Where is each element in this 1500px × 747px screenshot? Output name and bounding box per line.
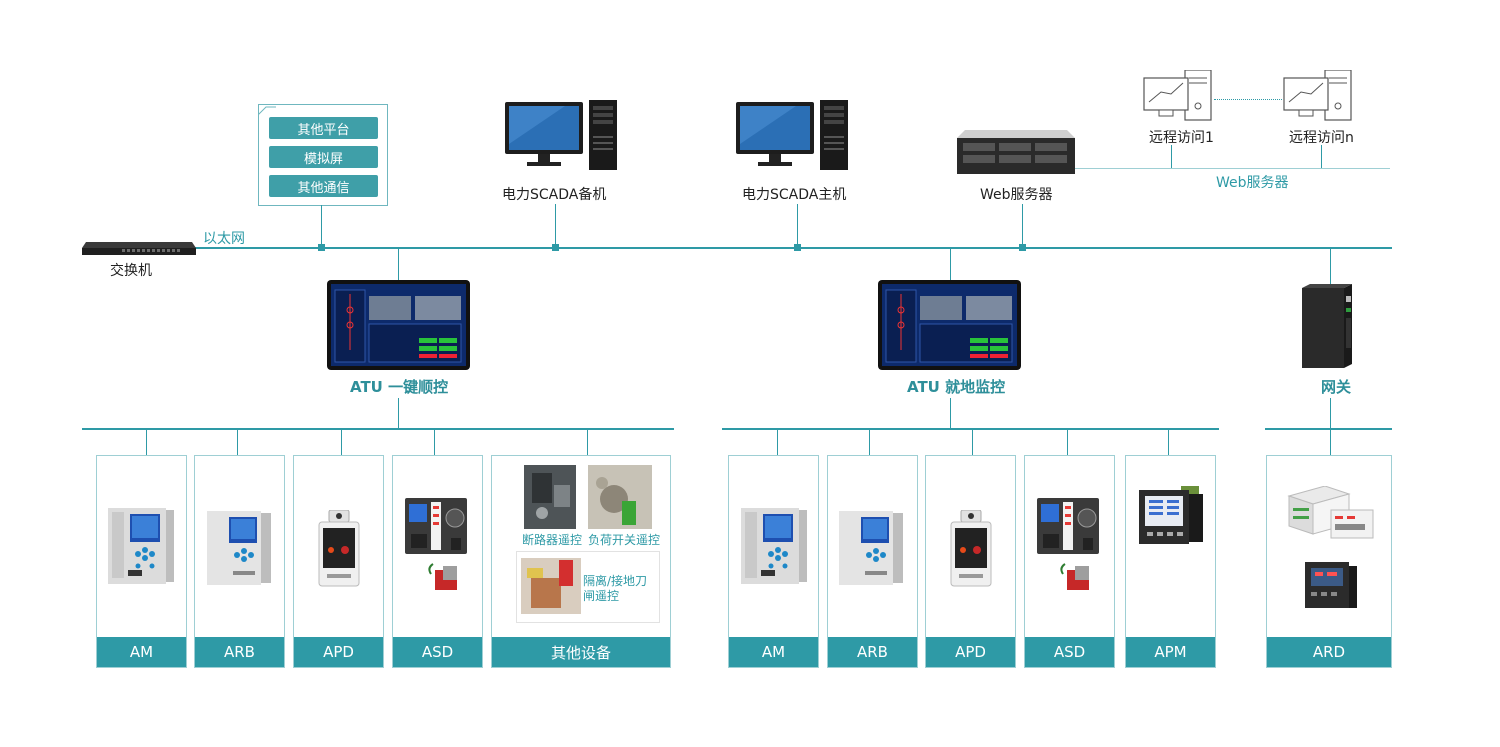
atu-right-screen-icon [878,280,1021,370]
device-card-apd-2-label: APD [926,637,1015,667]
platform-drop [321,205,322,247]
remote-1-label: 远程访问1 [1149,130,1214,146]
device-card-arb: ARB [194,455,285,668]
switch-label: 交换机 [110,263,152,279]
ard-panel-meter-icon [1305,562,1357,612]
scada-main-node [794,244,801,251]
remote-n-label: 远程访问n [1289,130,1354,146]
platform-item-other-comm: 其他通信 [269,175,378,197]
device-card-arb-label: ARB [195,637,284,667]
switch-icon [82,238,196,256]
gateway-drop-ard [1330,430,1331,455]
left-drop-asd [434,430,435,455]
right-group-bus [722,428,1219,430]
device-card-am-2-label: AM [729,637,818,667]
device-card-asd-2-label: ASD [1025,637,1114,667]
device-card-other-label: 其他设备 [492,637,670,667]
platform-item-mimic-screen: 模拟屏 [269,146,378,168]
device-card-asd-label: ASD [393,637,482,667]
gateway-device-icon [1302,284,1358,370]
load-switch-label: 负荷开关遥控 [588,533,661,547]
device-card-asd: ASD [392,455,483,668]
device-card-apm: APM [1125,455,1216,668]
left-group-bus [82,428,674,430]
scada-backup-drop [555,204,556,247]
remote-1-drop [1171,145,1172,168]
asd-2-device-icon [1037,498,1103,602]
device-card-apm-label: APM [1126,637,1215,667]
scada-backup-computer-icon [505,100,619,172]
ethernet-label: 以太网 [203,231,245,247]
remote-n-drop [1321,145,1322,168]
left-drop-apd [341,430,342,455]
scada-main-label: 电力SCADA主机 [742,187,847,203]
atu-right-up-link [950,249,951,280]
gateway-down-link [1330,398,1331,428]
platform-corner-accent [257,100,276,116]
relay-arb-icon [207,511,273,589]
scada-backup-label: 电力SCADA备机 [502,187,607,203]
device-card-am-label: AM [97,637,186,667]
isolator-label: 隔离/接地刀闸遥控 [583,574,648,603]
remote-n-computer-icon [1283,69,1353,122]
atu-left-down-link [398,398,399,428]
device-card-am: AM [96,455,187,668]
apd-2-device-icon [949,509,993,590]
relay-am-2-icon [741,508,807,586]
relay-am-icon [108,508,174,586]
remote-dotted-link [1214,99,1282,100]
right-drop-apd [972,430,973,455]
asd-device-icon [405,498,471,602]
atu-left-label: ATU 一键顺控 [350,378,449,396]
gateway-group-bus [1265,428,1392,430]
device-card-ard-label: ARD [1267,637,1391,667]
device-card-apd-label: APD [294,637,383,667]
right-drop-asd [1067,430,1068,455]
right-drop-am [777,430,778,455]
ethernet-bus [160,247,1392,249]
relay-arb-2-icon [839,511,905,589]
web-server-rack-icon [957,130,1075,174]
web-server-drop [1022,204,1023,247]
atu-right-label: ATU 就地监控 [907,378,1006,396]
ard-din-devices-icon [1285,485,1377,542]
isolator-photo-frame: 隔离/接地刀闸遥控 [516,551,660,623]
left-drop-other [587,430,588,455]
scada-main-drop [797,204,798,247]
device-card-apd-2: APD [925,455,1016,668]
platform-box: 其他平台 模拟屏 其他通信 [258,104,388,206]
device-card-asd-2: ASD [1024,455,1115,668]
apd-device-icon [317,509,361,590]
device-card-arb-2-label: ARB [828,637,917,667]
breaker-label: 断路器遥控 [522,533,583,547]
web-server-node [1019,244,1026,251]
device-card-apd: APD [293,455,384,668]
left-drop-am [146,430,147,455]
remote-1-computer-icon [1143,69,1213,122]
scada-backup-node [552,244,559,251]
web-link-label: Web服务器 [1216,175,1289,191]
device-card-am-2: AM [728,455,819,668]
web-link-line [1075,168,1390,169]
device-card-ard: ARD [1266,455,1392,668]
isolator-photo [521,558,581,614]
gateway-label: 网关 [1321,378,1352,396]
atu-left-screen-icon [327,280,470,370]
atu-left-up-link [398,249,399,280]
apm-meter-icon [1139,484,1205,548]
left-drop-arb [237,430,238,455]
web-server-label: Web服务器 [980,187,1053,203]
device-card-arb-2: ARB [827,455,918,668]
platform-node [318,244,325,251]
load-switch-photo [588,465,652,529]
right-drop-arb [869,430,870,455]
device-card-other: 断路器遥控 负荷开关遥控 隔离/接地刀闸遥控 其他设备 [491,455,671,668]
right-drop-apm [1168,430,1169,455]
platform-item-other-platform: 其他平台 [269,117,378,139]
atu-right-down-link [950,398,951,428]
gateway-up-link [1330,249,1331,286]
scada-main-computer-icon [736,100,850,172]
breaker-photo [524,465,576,529]
